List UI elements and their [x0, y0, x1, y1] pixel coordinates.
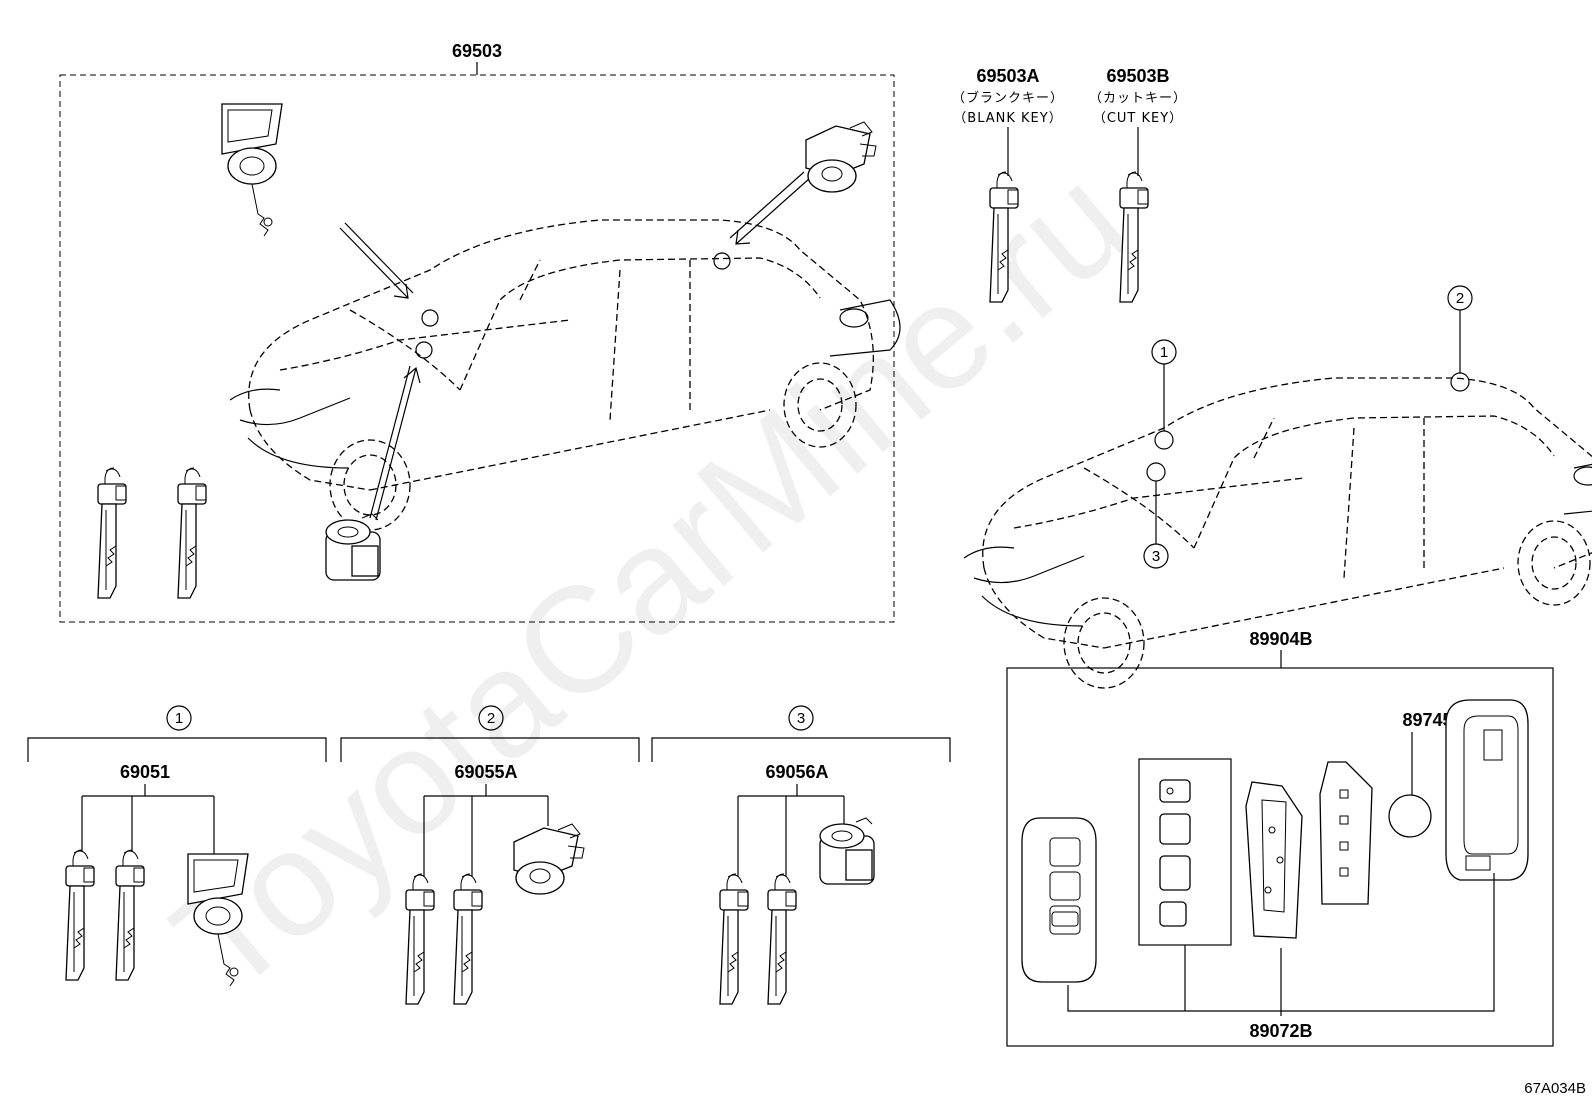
location-marker-2[interactable]: 2	[1447, 285, 1473, 373]
remote-inner-cover[interactable]	[1319, 761, 1373, 905]
group-1-marker[interactable]: 1	[166, 705, 192, 731]
cut-key[interactable]	[1119, 171, 1149, 303]
kit-key-1[interactable]	[97, 467, 127, 599]
svg-text:1: 1	[175, 710, 183, 727]
remote-assembly-part-number[interactable]: 89904B	[1249, 629, 1312, 649]
blank-key-part-number[interactable]: 69503A	[976, 66, 1039, 86]
group-2-key-1[interactable]	[405, 873, 435, 1005]
remote-back-case[interactable]	[1445, 699, 1529, 881]
group-1-key-2[interactable]	[115, 849, 145, 981]
group-3-ignition-cylinder[interactable]	[819, 817, 875, 885]
remote-circuit-board[interactable]	[1245, 781, 1303, 939]
svg-text:2: 2	[487, 710, 495, 727]
svg-text:3: 3	[1152, 548, 1160, 565]
remote-button-set[interactable]	[1138, 758, 1232, 946]
group-3-key-1[interactable]	[719, 873, 749, 1005]
group-1-part-number[interactable]: 69051	[120, 762, 170, 782]
kit-door-lock-cylinder[interactable]	[221, 103, 283, 237]
svg-text:2: 2	[1456, 290, 1464, 307]
kit-ignition-cylinder[interactable]	[325, 513, 381, 581]
group-3-marker[interactable]: 3	[788, 705, 814, 731]
blank-key-en-label: （BLANK KEY）	[953, 111, 1062, 126]
group-3-key-2[interactable]	[767, 873, 797, 1005]
svg-text:1: 1	[1160, 344, 1168, 361]
remote-frame	[1006, 667, 1554, 1047]
group-3-part-number[interactable]: 69056A	[765, 762, 828, 782]
case-part-number[interactable]: 89072B	[1249, 1021, 1312, 1041]
arrow-door-lock	[339, 222, 414, 299]
kit-part-number[interactable]: 69503	[452, 41, 502, 61]
remote-battery[interactable]	[1388, 794, 1432, 838]
location-marker-3[interactable]: 3	[1143, 481, 1169, 569]
group-2-part-number[interactable]: 69055A	[454, 762, 517, 782]
arrow-ignition	[369, 365, 421, 521]
group-2-marker[interactable]: 2	[478, 705, 504, 731]
kit-key-2[interactable]	[177, 467, 207, 599]
blank-key-jp-label: （ブランクキー）	[952, 90, 1064, 106]
cut-key-jp-label: （カットキー）	[1089, 91, 1187, 106]
group-2-key-2[interactable]	[453, 873, 483, 1005]
kit-trunk-lock-cylinder[interactable]	[805, 121, 877, 193]
diagram-code: 67A034B	[1524, 1080, 1586, 1097]
group-2-trunk-lock-cylinder[interactable]	[513, 823, 585, 895]
remote-front-case[interactable]	[1021, 817, 1097, 983]
arrow-trunk-lock	[729, 171, 811, 245]
cut-key-en-label: （CUT KEY）	[1093, 111, 1183, 126]
group-1-key-1[interactable]	[65, 849, 95, 981]
svg-text:3: 3	[797, 710, 805, 727]
cut-key-part-number[interactable]: 69503B	[1106, 66, 1169, 86]
location-marker-1[interactable]: 1	[1151, 339, 1177, 431]
